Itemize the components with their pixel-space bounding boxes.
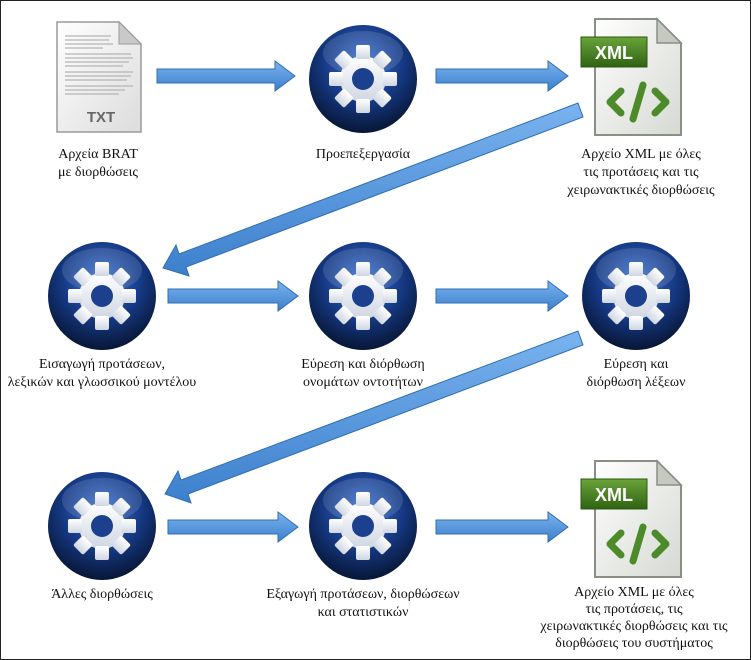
label-line: Άλλες διορθώσεις [51,587,153,602]
gear-icon [307,23,419,135]
arrow-entity-to-word [435,280,569,312]
label-line: λεξικών και γλωσσικού μοντέλου [7,375,197,390]
label-export: Εξαγωγή προτάσεων, διορθώσεων και στατισ… [243,586,483,622]
xml-file-icon: XML [577,13,687,141]
arrow-xml-to-import [162,102,584,277]
xml-file-tag: XML [595,43,633,63]
gear-icon [307,470,419,582]
label-line: χειρωνακτικές διορθώσεις και τις [540,619,728,634]
label-line: Αρχείο XML με όλες [581,147,701,162]
label-xml-manual: Αρχείο XML με όλες τις προτάσεις και τις… [546,146,736,200]
label-line: Αρχεία BRAT [58,147,138,162]
label-line: Εξαγωγή προτάσεων, διορθώσεων [266,587,460,602]
xml-file-tag: XML [595,485,633,505]
label-other-corrections: Άλλες διορθώσεις [32,586,172,604]
label-line: Αρχείο XML με όλες [574,585,694,600]
arrow-preprocessing-to-xml [435,60,569,92]
label-line: τις προτάσεις, τις [585,602,683,617]
arrow-word-to-other [164,330,584,504]
label-line: Εισαγωγή προτάσεων, [38,357,166,372]
arrow-brat-to-preprocessing [156,60,296,92]
label-line: διορθώσεις του συστήματος [555,636,713,651]
label-import-sentences: Εισαγωγή προτάσεων, λεξικών και γλωσσικο… [2,356,202,392]
gear-icon [46,470,158,582]
arrow-other-to-export [167,511,299,543]
label-line: και στατιστικών [317,605,409,620]
txt-file-icon: TXT [53,18,145,136]
label-xml-final: Αρχείο XML με όλες τις προτάσεις, τις χε… [521,584,747,652]
label-line: Προεπεξεργασία [315,147,411,162]
label-preprocessing: Προεπεξεργασία [293,146,433,164]
label-entity-correction: Εύρεση και διόρθωση ονομάτων οντοτήτων [283,356,443,392]
label-line: τις προτάσεις και τις [583,165,699,180]
xml-file-icon: XML [577,455,687,583]
label-line: Εύρεση και διόρθωση [301,357,425,372]
label-line: με διορθώσεις [58,165,138,180]
arrow-import-to-entity [167,280,299,312]
label-brat-files: Αρχεία BRAT με διορθώσεις [28,146,168,182]
label-line: χειρωνακτικές διορθώσεις [567,183,715,198]
label-line: Εύρεση και [603,357,669,372]
label-word-correction: Εύρεση και διόρθωση λέξεων [566,356,706,392]
gear-icon [580,240,692,352]
gear-icon [46,240,158,352]
arrow-export-to-xml [435,511,569,543]
gear-icon [307,240,419,352]
label-line: ονομάτων οντοτήτων [303,375,423,390]
txt-file-tag: TXT [87,109,115,126]
label-line: διόρθωση λέξεων [586,375,686,390]
